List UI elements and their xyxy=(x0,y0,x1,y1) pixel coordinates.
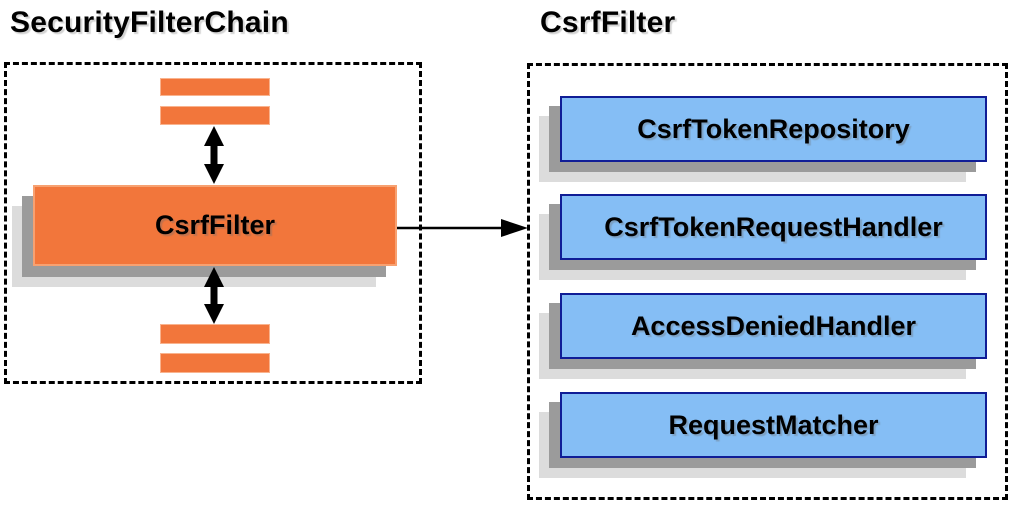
up-down-arrow-icon xyxy=(204,126,224,184)
component-box: AccessDeniedHandler xyxy=(560,293,987,359)
security-filter-chain-title: SecurityFilterChain xyxy=(10,6,289,39)
csrf-filter-container xyxy=(527,63,1008,500)
up-down-arrow-icon xyxy=(204,267,224,324)
csrf-filter-box: CsrfFilter xyxy=(33,185,397,266)
right-arrow-icon xyxy=(397,219,528,237)
component-box: CsrfTokenRequestHandler xyxy=(560,194,987,260)
component-csrf-token-repository: CsrfTokenRepository xyxy=(539,96,987,182)
filter-placeholder-bar xyxy=(160,353,270,373)
csrf-filter-box-group: CsrfFilter xyxy=(12,185,397,287)
security-filter-chain-container xyxy=(4,62,422,384)
filter-placeholder-bar xyxy=(160,106,270,125)
filter-placeholder-bar xyxy=(160,78,270,96)
component-box: CsrfTokenRepository xyxy=(560,96,987,162)
csrf-filter-title: CsrfFilter xyxy=(540,6,676,39)
component-access-denied-handler: AccessDeniedHandler xyxy=(539,293,987,379)
filter-placeholder-bar xyxy=(160,324,270,344)
component-box: RequestMatcher xyxy=(560,392,987,458)
component-csrf-token-request-handler: CsrfTokenRequestHandler xyxy=(539,194,987,280)
component-request-matcher: RequestMatcher xyxy=(539,392,987,478)
